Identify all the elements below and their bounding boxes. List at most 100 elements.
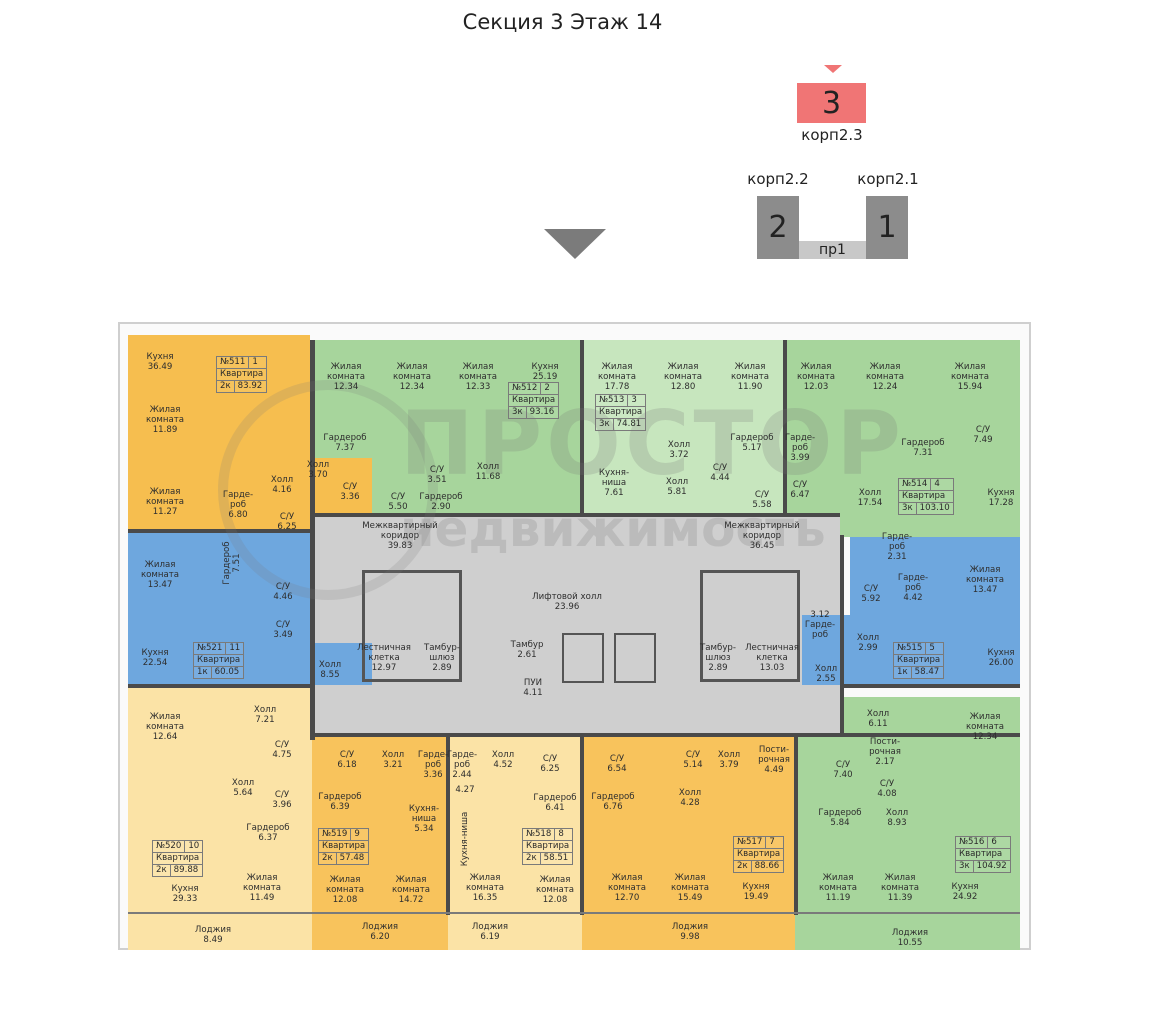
- core-room-label: Лестничная клетка 12.97: [357, 643, 411, 673]
- room-label: Жилая комната 12.34: [966, 712, 1004, 742]
- room-area: 4.49: [764, 765, 784, 775]
- room-name: Холл: [717, 750, 741, 760]
- room-name: С/У: [835, 760, 851, 770]
- apartment-511-zone[interactable]: [128, 335, 310, 531]
- room-area: 6.54: [607, 764, 627, 774]
- apartment-512-zone[interactable]: [310, 340, 582, 458]
- room-area: 7.21: [255, 715, 275, 725]
- room-label: Жилая комната 12.80: [664, 362, 702, 392]
- apartment-513-zone[interactable]: [582, 340, 785, 515]
- apartment-514-zone[interactable]: [785, 340, 1020, 515]
- room-area: 12.80: [670, 382, 696, 392]
- room-area: 8.93: [887, 818, 907, 828]
- room-label: Жилая комната 14.72: [392, 875, 430, 905]
- room-name: Гардероб: [323, 433, 367, 443]
- room-label: Холл 7.21: [254, 705, 276, 725]
- apartment-518-zone[interactable]: [448, 735, 582, 950]
- room-name: Кухня: [531, 362, 559, 372]
- apartment-512-zone-ext[interactable]: [372, 458, 582, 515]
- apartment-label-row: Квартира: [217, 369, 267, 381]
- core-room-label: Межквартирный коридор 39.83: [362, 521, 437, 551]
- room-area: 5.84: [830, 818, 850, 828]
- room-name: Кухня: [146, 352, 174, 362]
- room-name: Гарде- роб: [897, 573, 929, 593]
- passage-button[interactable]: пр1: [799, 241, 866, 259]
- room-area: 6.76: [603, 802, 623, 812]
- room-label: Жилая комната 12.24: [866, 362, 904, 392]
- room-area: 2.31: [887, 552, 907, 562]
- room-name: Холл: [856, 633, 880, 643]
- room-area: 11.19: [825, 893, 851, 903]
- room-area: 7.61: [604, 488, 624, 498]
- room-name: С/У: [792, 480, 808, 490]
- room-name: Жилая комната: [965, 712, 1005, 732]
- room-label: С/У 7.49: [973, 425, 992, 445]
- apartment-516-zone-ext[interactable]: [840, 697, 1020, 735]
- apartment-520-zone[interactable]: [128, 685, 312, 950]
- room-area: 17.54: [857, 498, 883, 508]
- apartment-label-row: Квартира: [194, 655, 244, 667]
- apartment-516-zone[interactable]: [795, 735, 1020, 950]
- room-name: Жилая комната: [670, 873, 710, 893]
- room-area: 29.33: [172, 894, 198, 904]
- room-area: 7.51: [232, 553, 242, 573]
- room-label: Жилая комната 12.64: [146, 712, 184, 742]
- room-name: С/У: [274, 740, 290, 750]
- building-3-button[interactable]: 3: [797, 83, 866, 123]
- room-name: Жилая комната: [145, 487, 185, 507]
- room-name: Лоджия: [671, 922, 709, 932]
- room-label: Кухня 22.54: [141, 648, 168, 668]
- room-label: Кухня- ниша 7.61: [599, 468, 629, 498]
- apartment-label: Квартира: [897, 655, 941, 665]
- apartment-519-zone[interactable]: [312, 735, 448, 950]
- apartment-514-zone-ext[interactable]: [840, 515, 1020, 537]
- core-area: [310, 515, 840, 737]
- room-label: Гардероб 5.84: [818, 808, 861, 828]
- apartment-521-zone[interactable]: [128, 531, 310, 685]
- room-area: 19.49: [743, 892, 769, 902]
- apartment-type: 2к: [220, 381, 231, 391]
- wall: [580, 735, 584, 915]
- room-label: Гардероб 2.90: [419, 492, 462, 512]
- apartment-515-zone[interactable]: [850, 537, 1020, 685]
- room-name: Жилая комната: [391, 875, 431, 895]
- room-name: 3.12 Гарде- роб: [804, 610, 836, 640]
- room-label: Гардероб 7.37: [323, 433, 366, 453]
- room-area: 6.47: [790, 490, 810, 500]
- wall: [446, 735, 450, 915]
- building-2-button[interactable]: 2: [757, 196, 799, 259]
- apartment-511-zone-ext[interactable]: [310, 458, 372, 516]
- room-area: 6.39: [330, 802, 350, 812]
- room-label: С/У 4.75: [272, 740, 291, 760]
- building-number: 1: [877, 210, 897, 245]
- room-area: 15.94: [957, 382, 983, 392]
- room-label: С/У 6.54: [607, 754, 626, 774]
- building-1-button[interactable]: 1: [866, 196, 908, 259]
- room-label: Жилая комната 11.89: [146, 405, 184, 435]
- room-area: 3.36: [340, 492, 360, 502]
- room-name: С/У: [975, 425, 991, 435]
- room-name: Гарде- роб: [417, 750, 449, 770]
- apartment-area: 103.10: [915, 503, 953, 514]
- apartment-517-zone[interactable]: [582, 735, 795, 950]
- core-room-label: Лифтовой холл 23.96: [532, 592, 602, 612]
- room-label: Холл 11.68: [476, 462, 501, 482]
- room-name: Лифтовой холл: [532, 592, 602, 602]
- apartment-521-zone-ext[interactable]: [310, 643, 372, 685]
